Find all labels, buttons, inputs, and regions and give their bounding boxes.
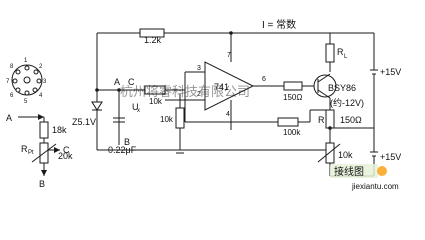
label-r-emitter: R [318,115,325,125]
pin-label-1: 1 [24,58,28,64]
label-zener: Z5.1V [72,117,96,127]
sensor-input: 0.22μF Z5.1V A C B U x [72,77,330,155]
label-volt-note: (约-12V) [330,97,364,108]
label-side-c: C [63,145,70,155]
label-node-b: B [124,137,130,147]
resistor-10k-gnd [175,107,185,129]
label-v-top: +15V [380,67,401,77]
site-logo: 接线图 jiexiantu.com [330,164,399,191]
resistor-emitter [325,109,335,129]
label-r-18k: 18k [52,125,67,135]
label-side-b: B [39,179,45,189]
logo-text: 接线图 [334,165,364,178]
pin-7-label: 7 [227,52,231,59]
label-ux: U [132,102,139,112]
pin-label-7: 7 [6,79,10,85]
pin-label-8: 8 [10,64,14,70]
pin-label-5: 5 [24,99,28,105]
input-network: 10k 10k [97,85,186,154]
watermark-text: 杭州将睿科技有限公司 [120,84,250,99]
load-resistor [325,43,335,63]
zener-diode [91,101,103,111]
connector-pinout: 1 2 3 4 5 6 7 8 [6,58,47,105]
label-ux-sub: x [137,108,140,114]
resistor-1-2k [139,28,165,38]
label-r-input: 10k [149,97,163,106]
resistor-10k-bottom [325,142,335,164]
label-rpt: R [21,144,28,154]
pt-sensor: A 18k R Pt 20k C B [6,113,73,189]
emitter-branch: R 150Ω [318,109,374,143]
pin-label-4: 4 [39,93,43,99]
pin-4-label: 4 [226,111,230,118]
label-load-sub: L [344,54,348,60]
pin-label-2: 2 [39,64,43,70]
label-r-20k: 20k [58,151,73,161]
load-branch: I = 常数 R L +15V [262,18,401,128]
pin-label-3: 3 [43,79,47,85]
label-r-base: 150Ω [283,93,302,102]
resistor-100k [277,117,299,127]
feedback-100k: 100k [184,100,326,137]
resistor-18k [39,121,49,139]
label-load: R [337,47,344,57]
label-v-bottom: +15V [380,152,401,162]
label-opamp: 741 [214,82,229,92]
label-r-bottom: 10k [338,150,353,160]
circuit-schematic: 1.2k I = 常数 R L +15V 741 7 3 2 4 6 150Ω [6,18,401,191]
site-url: jiexiantu.com [351,182,399,191]
pin-2-label: 2 [197,91,201,98]
label-node-c: C [128,77,135,87]
label-r-emitter-val: 150Ω [340,115,362,125]
pin-6-label: 6 [262,76,266,83]
resistor-150-base [283,81,303,91]
feedback-path: 1.2k [96,28,330,90]
pin-3-label: 3 [197,65,201,72]
label-r-gnd: 10k [160,115,174,124]
label-transistor: BSY86 [328,83,356,93]
label-rpt-sub: Pt [28,150,34,156]
label-current-note: I = 常数 [262,18,296,31]
pin-label-6: 6 [10,93,14,99]
label-node-a: A [114,77,120,87]
label-r-100k: 100k [283,128,301,137]
label-r-feedback: 1.2k [144,35,162,45]
output-stage: 150Ω BSY86 (约-12V) [253,73,364,110]
label-side-a: A [6,113,12,123]
